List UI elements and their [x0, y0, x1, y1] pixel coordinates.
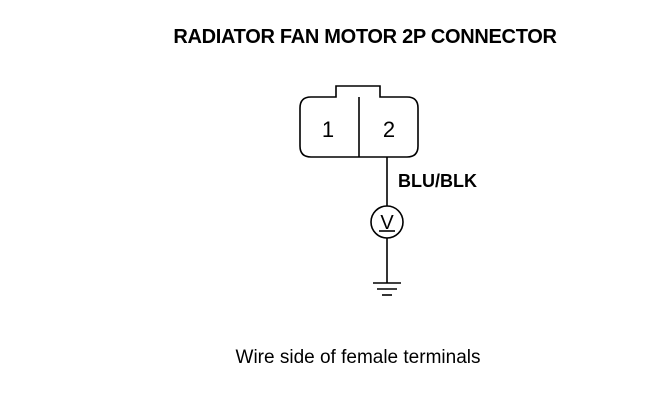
voltmeter-icon: V — [370, 205, 404, 239]
wire-color-label: BLU/BLK — [398, 171, 477, 191]
pin-1-label: 1 — [322, 117, 334, 142]
diagram-title: RADIATOR FAN MOTOR 2P CONNECTOR — [173, 26, 557, 48]
connector-body — [299, 85, 419, 158]
connector: 1 2 — [299, 85, 419, 158]
diagram-caption: Wire side of female terminals — [236, 347, 481, 368]
voltmeter-symbol: V — [380, 212, 394, 234]
ground-icon — [373, 282, 401, 296]
pin-2-label: 2 — [383, 117, 395, 142]
